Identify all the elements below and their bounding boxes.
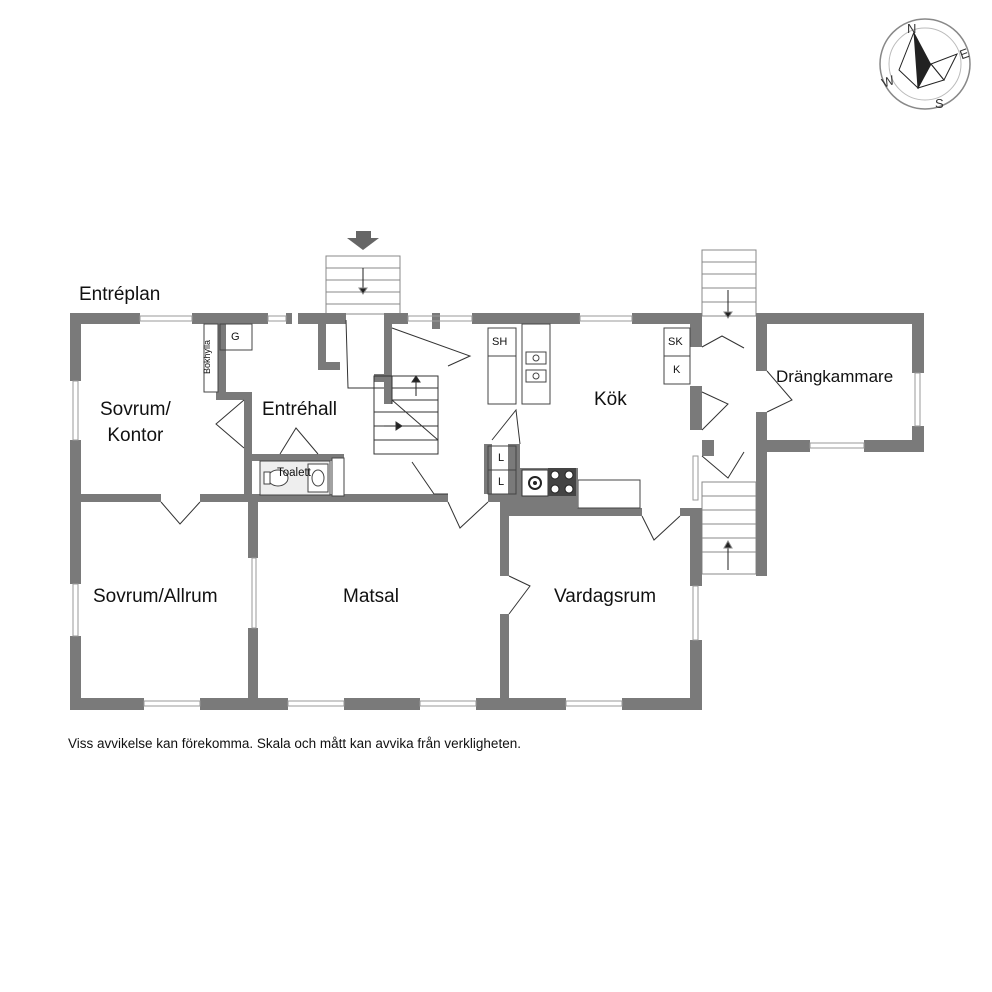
fixture-l2: L (498, 476, 505, 488)
compass: N E S W (879, 18, 971, 111)
kitchen-fixtures (203, 323, 691, 509)
room-kok: Kök (594, 389, 627, 410)
entry-steps (325, 255, 401, 315)
room-entrehall: Entréhall (262, 399, 337, 420)
doors (160, 319, 793, 615)
fixture-sh: SH (492, 336, 508, 348)
room-sovrum-allrum: Sovrum/Allrum (93, 586, 218, 607)
room-sovrum-kontor-line1: Sovrum/ (100, 399, 171, 420)
fixture-sk: SK (668, 336, 683, 348)
room-matsal: Matsal (343, 586, 399, 607)
inner-stair (373, 375, 439, 455)
side-steps-bottom (701, 481, 757, 575)
compass-n: N (907, 21, 916, 36)
side-steps-top (701, 249, 757, 319)
fixture-k: K (673, 364, 681, 376)
floor-title: Entréplan (79, 284, 161, 305)
fixture-g: G (231, 331, 240, 343)
compass-s: S (935, 96, 944, 111)
walls (70, 313, 924, 710)
fixture-l1: L (498, 452, 505, 464)
room-vardagsrum: Vardagsrum (554, 586, 657, 607)
windows (72, 315, 921, 707)
fixture-bokhylla: Bokhylla (202, 339, 213, 375)
room-drangkammare: Drängkammare (776, 367, 894, 386)
room-sovrum-kontor: Sovrum/ Kontor (100, 397, 171, 449)
toilet-icon (259, 457, 345, 497)
disclaimer-text: Viss avvikelse kan förekomma. Skala och … (68, 736, 521, 751)
stove-icon (520, 468, 578, 508)
room-toalett: Toalett (277, 467, 311, 479)
room-sovrum-kontor-line2: Kontor (107, 425, 164, 446)
entry-arrow-icon (347, 231, 379, 250)
compass-w: W (880, 72, 897, 91)
